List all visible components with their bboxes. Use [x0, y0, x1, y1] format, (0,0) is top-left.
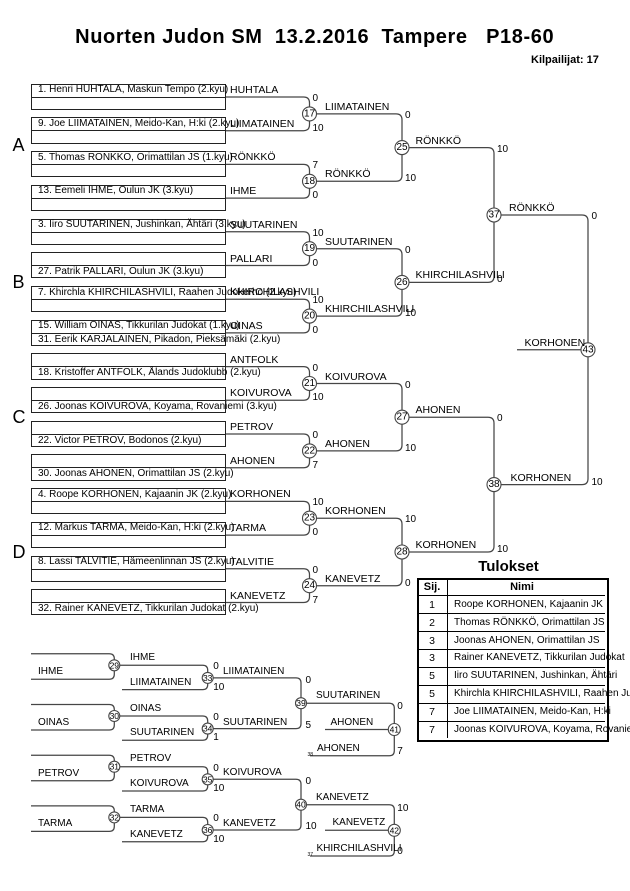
svg-text:25: 25 — [396, 142, 408, 153]
svg-text:32: 32 — [110, 812, 120, 822]
svg-text:22: 22 — [304, 445, 316, 456]
svg-text:17: 17 — [304, 108, 316, 119]
svg-text:42: 42 — [390, 825, 400, 835]
svg-text:37: 37 — [488, 210, 500, 221]
svg-text:29: 29 — [110, 660, 120, 670]
svg-text:38: 38 — [488, 479, 500, 490]
svg-text:36: 36 — [203, 825, 213, 835]
svg-text:40: 40 — [296, 800, 306, 810]
svg-text:28: 28 — [396, 547, 408, 558]
svg-text:26: 26 — [396, 277, 408, 288]
svg-text:35: 35 — [203, 774, 213, 784]
svg-text:31: 31 — [110, 762, 120, 772]
svg-text:39: 39 — [296, 698, 306, 708]
svg-text:24: 24 — [304, 580, 316, 591]
svg-text:20: 20 — [304, 311, 316, 322]
svg-text:23: 23 — [304, 513, 316, 524]
svg-text:19: 19 — [304, 243, 316, 254]
svg-text:18: 18 — [304, 176, 316, 187]
svg-text:30: 30 — [110, 711, 120, 721]
svg-text:21: 21 — [304, 378, 316, 389]
svg-text:41: 41 — [390, 725, 400, 735]
svg-text:27: 27 — [396, 412, 408, 423]
svg-text:43: 43 — [582, 344, 594, 355]
svg-text:34: 34 — [203, 724, 213, 734]
svg-text:33: 33 — [203, 673, 213, 683]
